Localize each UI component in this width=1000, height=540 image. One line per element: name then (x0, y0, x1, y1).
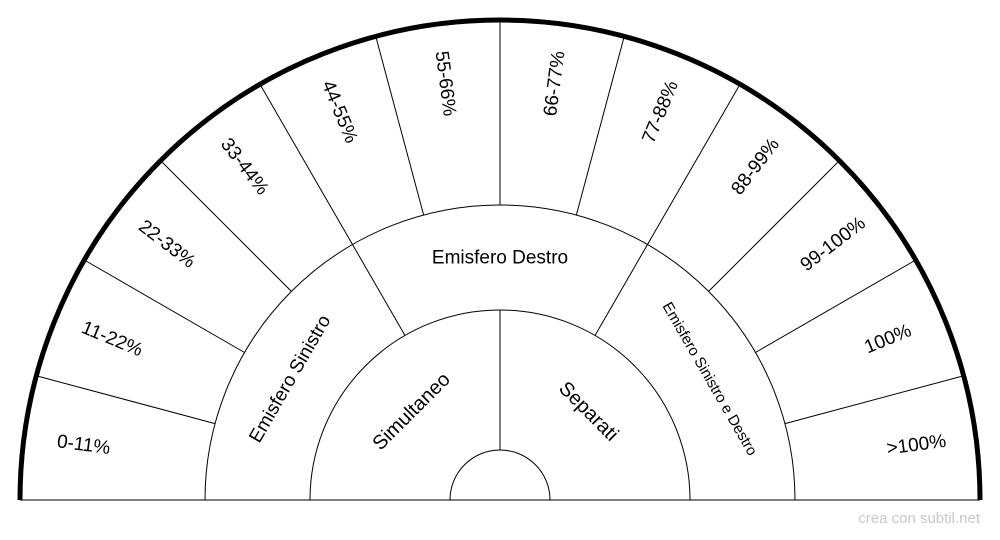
outer-divider (784, 375, 964, 425)
outer-segment-label: 77-88% (638, 78, 683, 147)
outer-divider (160, 160, 292, 292)
outer-segment-label: 33-44% (216, 134, 273, 199)
middle-segment-label: Emisfero Sinistro (245, 312, 335, 447)
outer-segment-label: 22-33% (134, 216, 199, 273)
outer-divider (36, 375, 216, 425)
outer-divider (575, 36, 625, 216)
middle-divider (352, 244, 406, 336)
outer-segment-label: 88-99% (727, 134, 784, 199)
outer-segment-label: 66-77% (540, 50, 569, 118)
outer-segment-label: 0-11% (56, 431, 112, 459)
middle-segment-label: Emisfero Sinistro e Destro (659, 299, 761, 458)
outer-divider (259, 84, 353, 245)
middle-ring-arc (204, 204, 796, 501)
outer-segment-label: 100% (862, 320, 915, 358)
outer-divider (84, 259, 245, 353)
outer-segment-label: 99-100% (797, 213, 870, 276)
outer-segment-label: >100% (885, 431, 947, 460)
outer-divider (647, 84, 741, 245)
outer-divider (375, 36, 425, 216)
inner-hub-arc (449, 449, 551, 501)
outer-segment-label: 11-22% (78, 317, 145, 361)
footer-credit: crea con subtil.net (858, 510, 980, 527)
middle-divider (594, 244, 648, 336)
middle-segment-label: Emisfero Destro (432, 248, 568, 269)
inner-segment-label: Separati (554, 377, 622, 445)
outer-segment-label: 44-55% (317, 78, 362, 147)
inner-segment-label: Simultaneo (368, 368, 454, 454)
outer-divider (755, 259, 916, 353)
outer-divider (708, 160, 840, 292)
outer-segment-label: 55-66% (430, 50, 459, 118)
